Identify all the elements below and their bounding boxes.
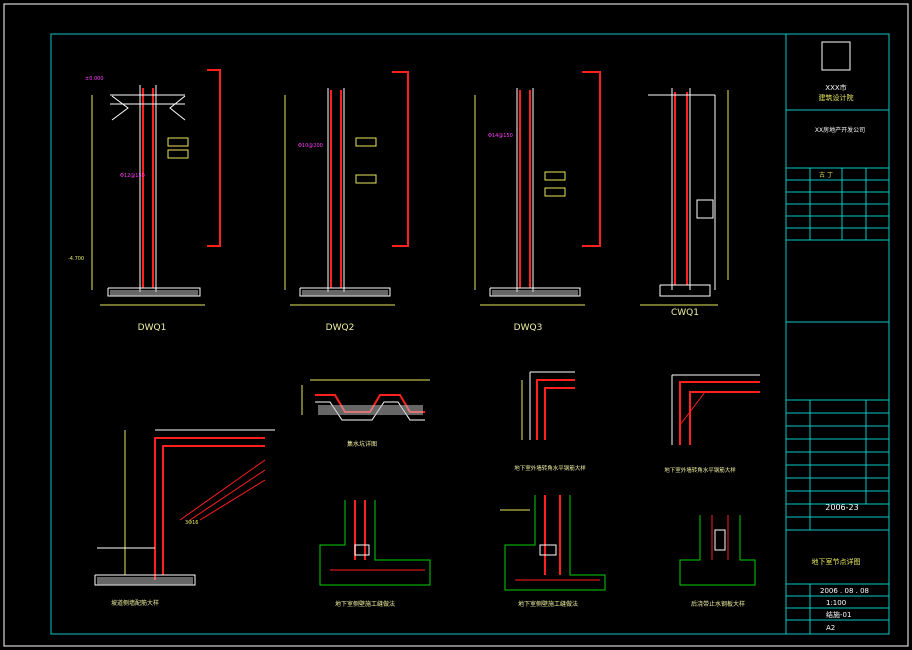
info-number: 结施-01: [826, 610, 851, 619]
wall-section-cwq1: CWQ1: [640, 88, 729, 318]
drawing-title: 地下室节点详图: [812, 557, 861, 566]
wall-section-dwq3: DWQ3 Φ14@150: [474, 71, 601, 333]
elevation-bottom: -4.700: [68, 256, 84, 262]
corner-detail-2: 地下室外墙转角水平钢筋大样: [664, 374, 760, 474]
bottom-info-grid: 2006 . 08 . 08 1:100 结施-01 A2: [786, 584, 889, 634]
label-dwq3: DWQ3: [514, 323, 543, 333]
label-footing1: 地下室侧壁施工缝做法: [335, 600, 395, 608]
label-dwq1: DWQ1: [138, 323, 167, 333]
svg-text:Φ12@150: Φ12@150: [120, 173, 145, 179]
label-footing2: 地下室侧壁施工缝做法: [518, 600, 578, 608]
signature-grid: 古 丁: [786, 168, 889, 241]
label-footing3: 后浇带止水钢板大样: [691, 600, 745, 608]
project-name: XX房地产开发公司: [815, 126, 865, 134]
slope-wall-detail: 坡道侧墙配筋大样 3Φ16: [94, 429, 275, 607]
label-corner2: 地下室外墙转角水平钢筋大样: [664, 466, 736, 474]
elevation-top: ±0.000: [85, 76, 104, 82]
drawing-frame: [50, 33, 890, 635]
label-slope: 坡道侧墙配筋大样: [111, 599, 159, 607]
approval-grid: 2006-23: [786, 399, 889, 531]
wall-section-dwq2: DWQ2 Φ10@200: [284, 71, 409, 333]
label-dwq2: DWQ2: [326, 323, 355, 333]
svg-text:Φ14@150: Φ14@150: [488, 133, 513, 139]
label-ramp: 集水坑详图: [347, 440, 377, 448]
svg-text:3Φ16: 3Φ16: [185, 520, 198, 526]
footing-detail-2: 地下室侧壁施工缝做法: [500, 495, 606, 608]
title-date: 2006-23: [825, 503, 858, 512]
corner-detail-1: 地下室外墙转角水平钢筋大样: [514, 371, 586, 472]
wall-section-dwq1: DWQ1 Φ12@150: [91, 69, 221, 333]
title-block: XXX市 建筑设计院 XX房地产开发公司 古 丁: [786, 41, 889, 634]
label-corner1: 地下室外墙转角水平钢筋大样: [514, 464, 586, 472]
outer-frame: [3, 3, 909, 647]
company-line2: 建筑设计院: [819, 93, 854, 102]
company-logo-box: [821, 41, 851, 71]
person-name: 古 丁: [819, 171, 833, 179]
label-cwq1: CWQ1: [671, 308, 699, 318]
info-scale: 1:100: [826, 599, 846, 607]
ramp-detail: 集水坑详图: [301, 379, 430, 448]
info-size: A2: [826, 624, 835, 632]
svg-text:Φ10@200: Φ10@200: [298, 143, 323, 149]
footing-detail-1: 地下室侧壁施工缝做法: [319, 500, 431, 608]
company-line1: XXX市: [825, 83, 846, 92]
waterstop-detail: 后浇带止水钢板大样: [679, 515, 756, 608]
info-date: 2006 . 08 . 08: [820, 587, 869, 595]
